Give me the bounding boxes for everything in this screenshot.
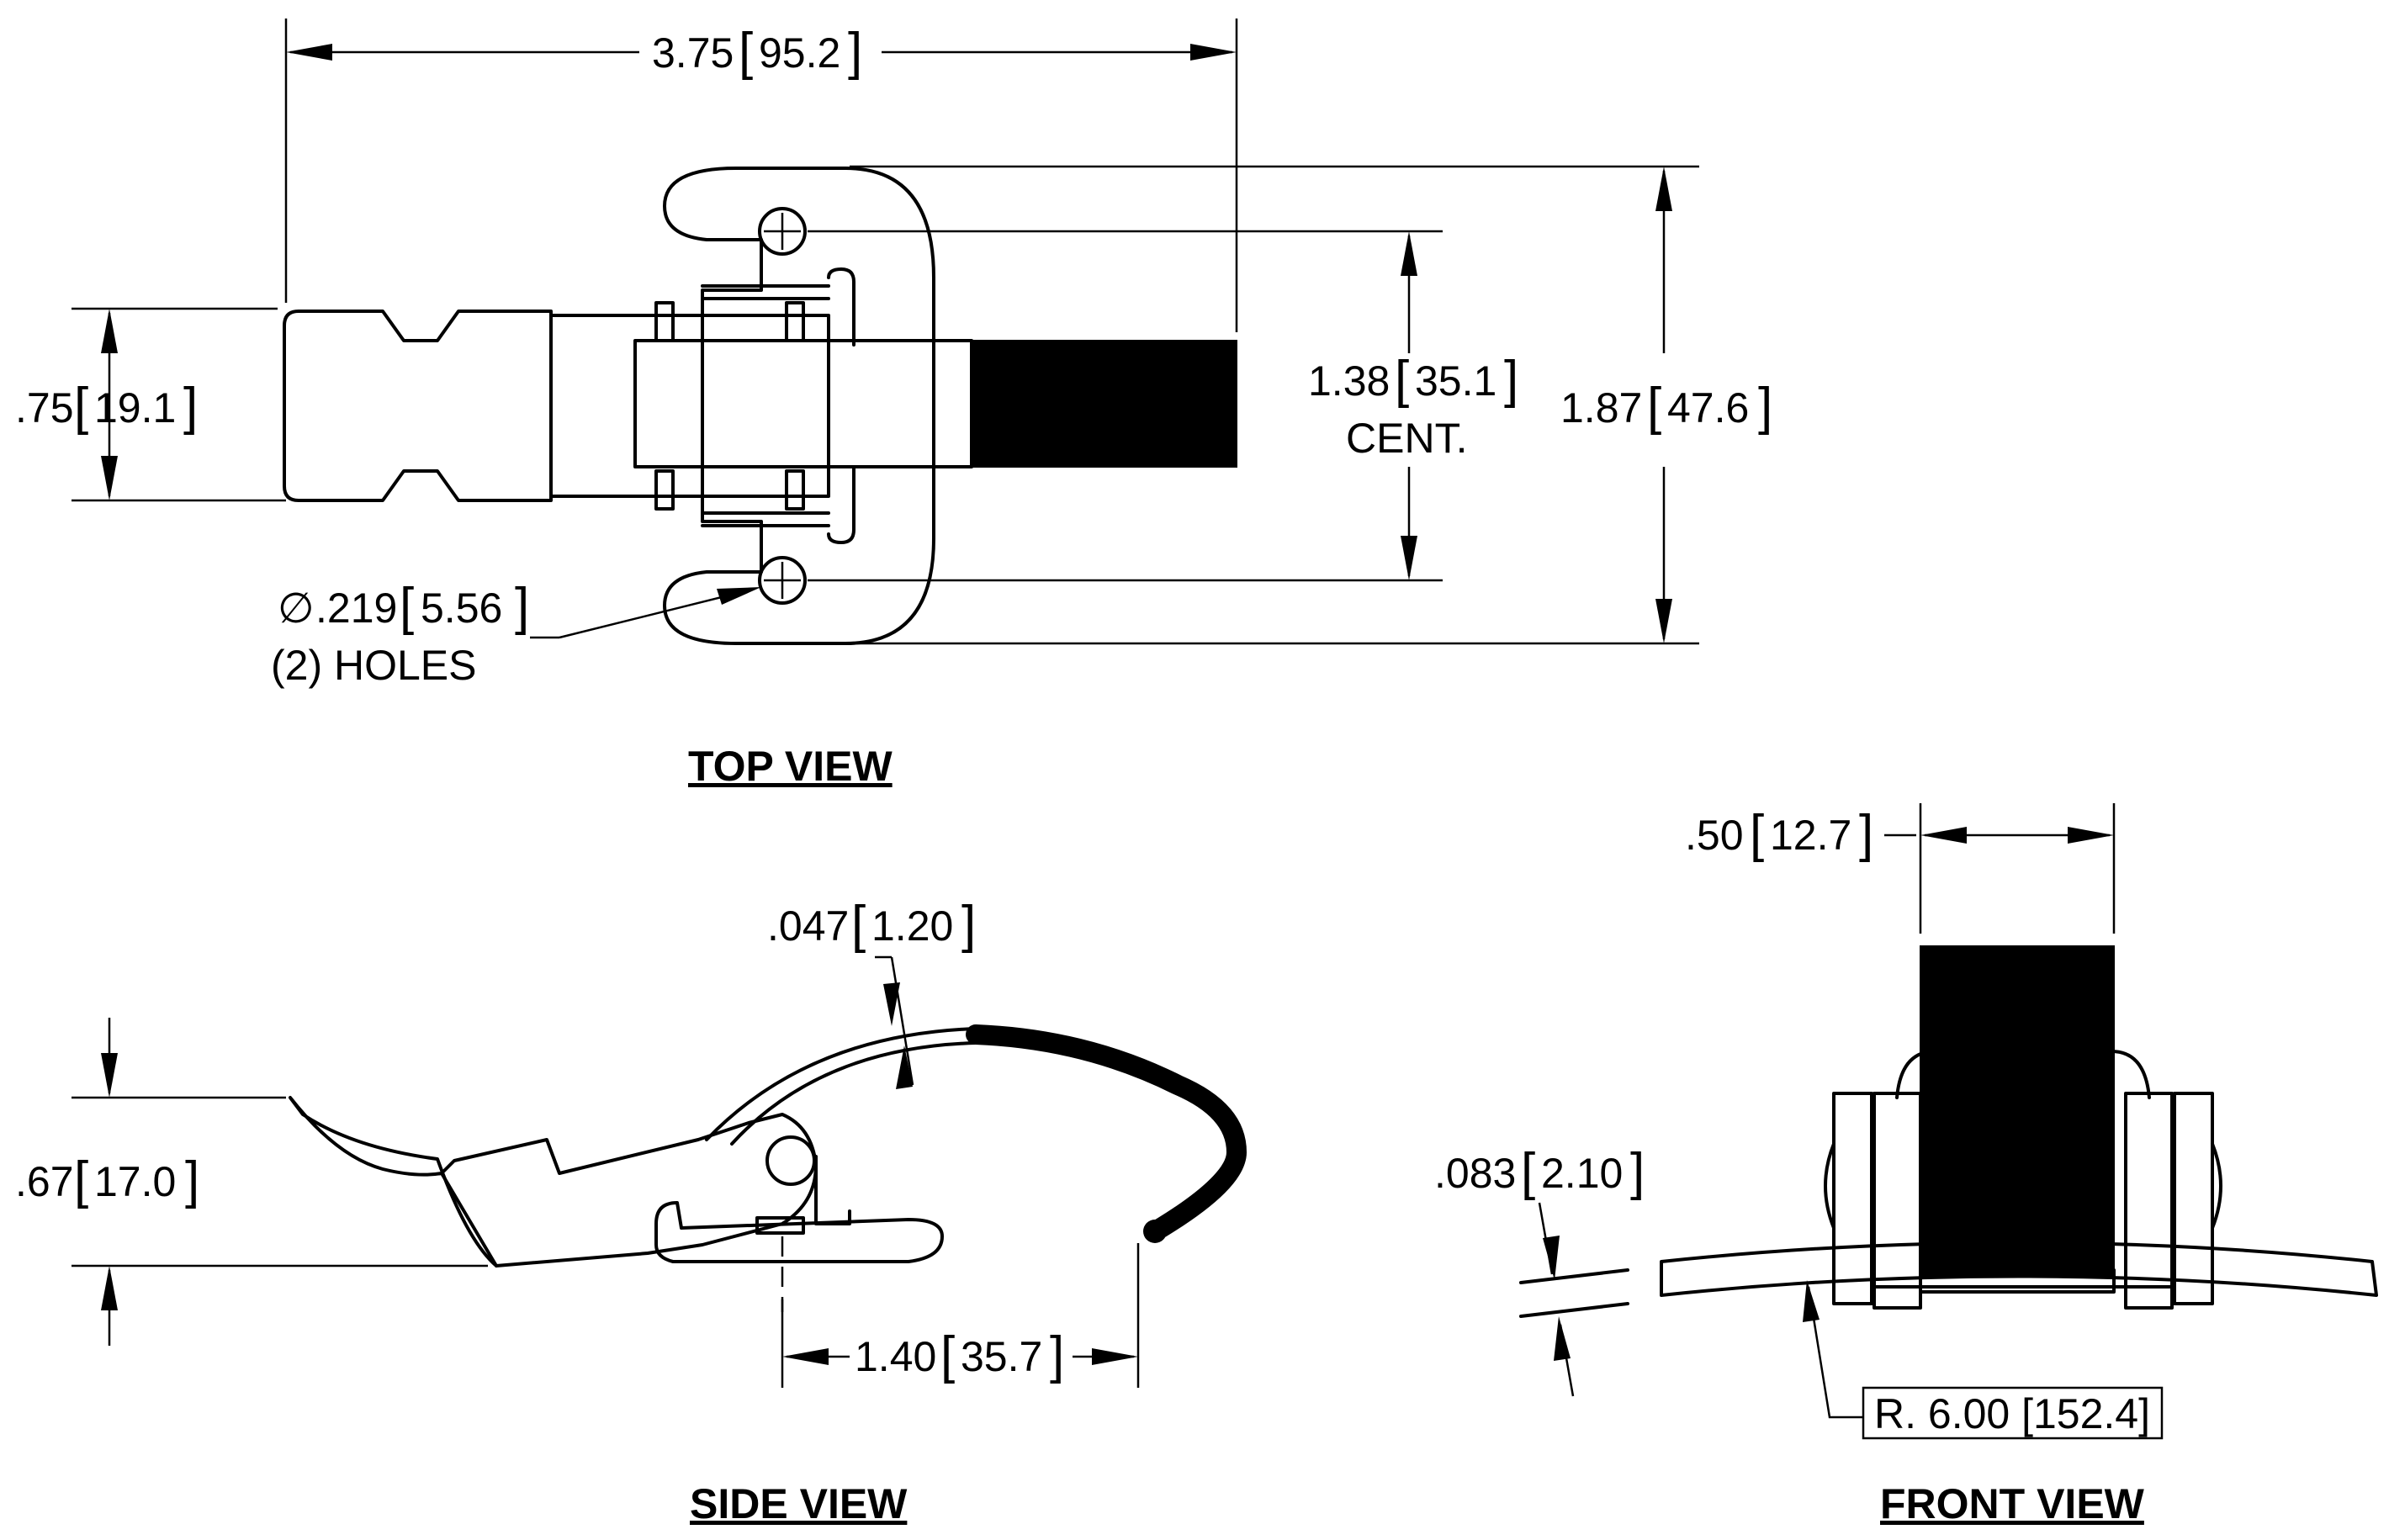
- dim-text-in: 1.87: [1560, 384, 1642, 431]
- svg-text:]: ]: [1859, 805, 1873, 863]
- dim-text-in: .219: [315, 585, 397, 632]
- dim-text-mm: 35.1: [1415, 357, 1496, 405]
- dim-text-mm: 2.10: [1541, 1150, 1623, 1197]
- side-plate-right-inner: [2124, 1092, 2174, 1310]
- svg-text:]: ]: [185, 1151, 199, 1209]
- pivot-ear-top: [701, 267, 855, 347]
- side-plate-right: [2173, 1092, 2214, 1305]
- svg-text:]: ]: [515, 578, 529, 636]
- svg-text:[: [: [1647, 378, 1661, 436]
- dim-text-mm: 95.2: [759, 29, 840, 77]
- pivot-hole: [765, 1135, 816, 1186]
- svg-text:]: ]: [1504, 351, 1518, 409]
- dim-text-in: 1.38: [1308, 357, 1390, 405]
- svg-text:]: ]: [183, 378, 198, 436]
- svg-text:[: [: [1395, 351, 1409, 409]
- dim-text-in: .50: [1685, 812, 1744, 859]
- dim-clearance: .083 [ 2.10 ]: [1434, 1143, 1645, 1397]
- radius-box: [1862, 1386, 2164, 1440]
- top-view: 3.75 [ 95.2 ] .75 [ 19.1 ] 1.38 [: [15, 19, 1772, 790]
- svg-text:]: ]: [1050, 1326, 1064, 1384]
- svg-text:]: ]: [961, 896, 976, 954]
- mounting-hole-bottom: [758, 556, 807, 605]
- dim-front-width: .50 [ 12.7 ]: [1685, 803, 2116, 934]
- dim-note: CENT.: [1346, 415, 1467, 462]
- dim-text-mm: 1.20: [871, 902, 953, 950]
- side-plate-left: [1832, 1092, 1873, 1305]
- pivot-ear-bottom: [701, 465, 855, 544]
- radius-label: R. 6.00 [152.4]: [1874, 1390, 2150, 1437]
- dim-text-mm: 19.1: [94, 384, 176, 431]
- rubber-strap: [971, 340, 1237, 468]
- dim-radius: R. 6.00 [152.4]: [1803, 1280, 2164, 1440]
- dim-offset: 1.40 [ 35.7 ]: [781, 1243, 1140, 1388]
- top-view-title: TOP VIEW: [688, 743, 893, 790]
- svg-text:]: ]: [848, 23, 862, 81]
- svg-text:[: [: [74, 378, 88, 436]
- svg-text:]: ]: [1758, 378, 1772, 436]
- front-view-title: FRONT VIEW: [1880, 1480, 2145, 1527]
- svg-text:[: [: [739, 23, 753, 81]
- dim-text-in: 3.75: [652, 29, 734, 77]
- dim-text-mm: 5.56: [421, 585, 502, 632]
- side-view: .047 [ 1.20 ] .67 [ 17.0 ] 1.40: [15, 896, 1247, 1527]
- dim-text-mm: 47.6: [1667, 384, 1749, 431]
- dim-handle-width: .75 [ 19.1 ]: [15, 307, 286, 502]
- base-rivet: [755, 1216, 805, 1235]
- base-plate-outline: [663, 167, 935, 645]
- strap-frame: [549, 314, 830, 498]
- dim-overall-length: 3.75 [ 95.2 ]: [284, 19, 1238, 332]
- dim-text-in: .047: [767, 902, 849, 950]
- side-plate-left-inner: [1873, 1092, 1922, 1310]
- dim-hole-diameter: ∅ .219 [ 5.56 ] (2) HOLES: [271, 578, 761, 689]
- diameter-symbol: ∅: [278, 585, 315, 632]
- dim-text-mm: 17.0: [94, 1158, 176, 1205]
- rivet-left-top: [654, 301, 675, 342]
- lever-outline: [289, 1096, 818, 1267]
- dim-text-in: .083: [1434, 1150, 1516, 1197]
- dim-text-in: 1.40: [855, 1333, 936, 1380]
- rubber-strap-side: [966, 1024, 1247, 1238]
- base-plate: [654, 1201, 944, 1263]
- svg-text:]: ]: [1630, 1143, 1645, 1201]
- svg-text:[: [: [400, 578, 414, 636]
- dim-text-in: .75: [15, 384, 74, 431]
- svg-text:[: [: [1750, 805, 1764, 863]
- dim-overall-width: 1.87 [ 47.6 ]: [829, 165, 1772, 645]
- dim-hole-centers: 1.38 [ 35.1 ] CENT.: [808, 230, 1518, 582]
- mounting-hole-top: [758, 207, 807, 256]
- latch-plate: [633, 339, 973, 468]
- dim-text-mm: 12.7: [1770, 812, 1851, 859]
- rivet-right-top: [785, 301, 805, 342]
- svg-text:[: [: [940, 1326, 955, 1384]
- rubber-strap-front: [1920, 945, 2115, 1277]
- handle-outline: [283, 310, 553, 502]
- dim-thickness: .047 [ 1.20 ]: [767, 896, 976, 1089]
- svg-text:[: [: [1521, 1143, 1535, 1201]
- svg-text:[: [: [74, 1151, 88, 1209]
- front-view: .50 [ 12.7 ] .083 [ 2.10 ] R. 6.00 [152.…: [1434, 803, 2378, 1527]
- dim-height: .67 [ 17.0 ]: [15, 1018, 488, 1346]
- dim-note: (2) HOLES: [271, 642, 477, 689]
- rivet-right-bottom: [785, 469, 805, 511]
- side-view-title: SIDE VIEW: [690, 1480, 908, 1527]
- dim-text-in: .67: [15, 1158, 74, 1205]
- rivet-left-bottom: [654, 469, 675, 511]
- svg-text:[: [: [851, 896, 866, 954]
- dim-text-mm: 35.7: [961, 1333, 1042, 1380]
